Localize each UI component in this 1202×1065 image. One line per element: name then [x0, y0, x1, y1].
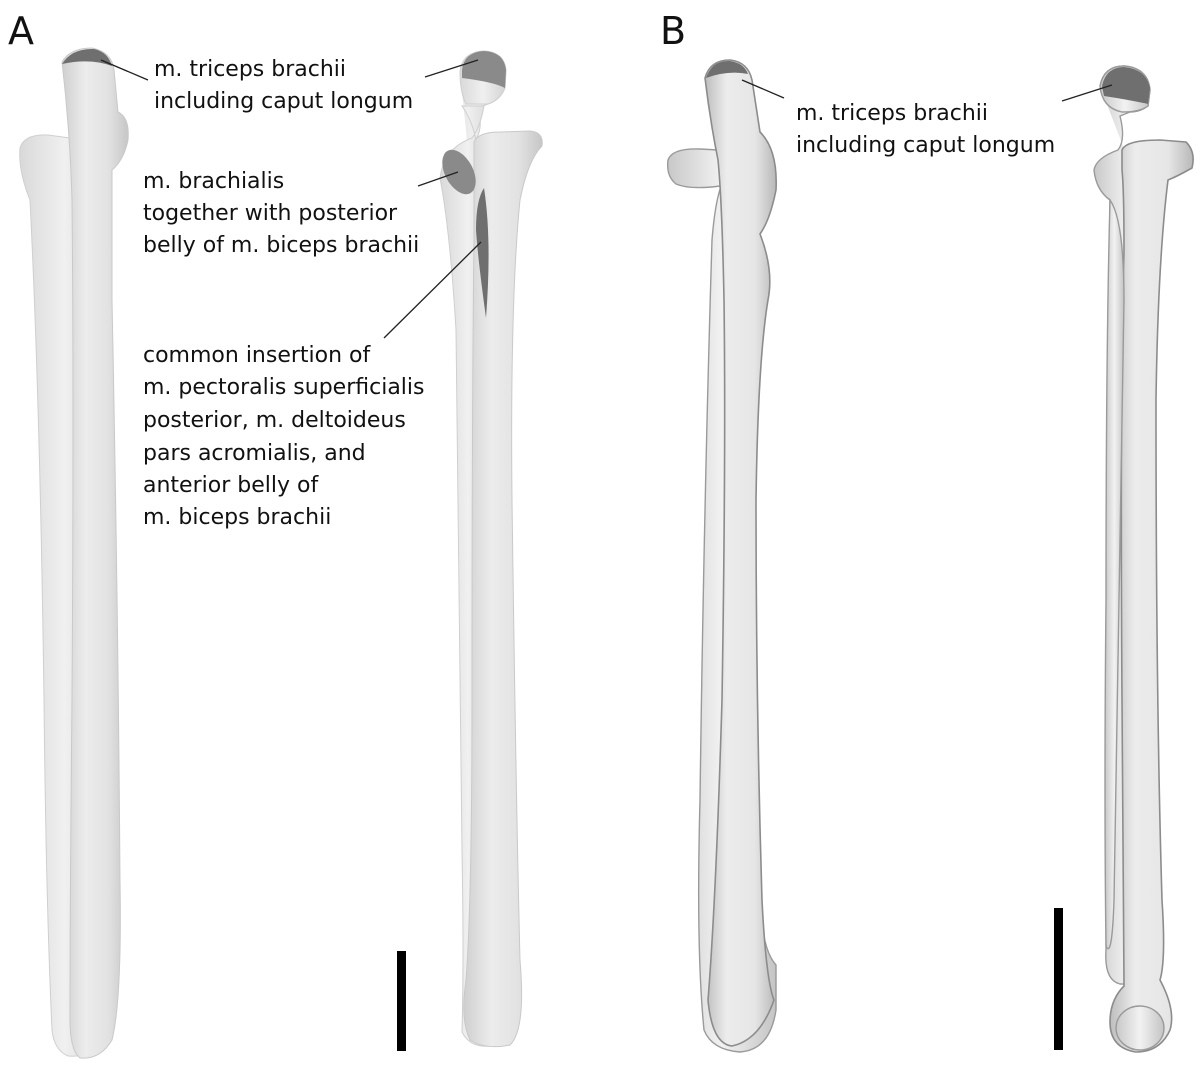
panel-a-brachialis-label-line1: m. brachialis — [143, 169, 284, 194]
panel-a-common-label-line5: anterior belly of — [143, 473, 319, 498]
panel-b-right-distal-head — [1116, 1006, 1164, 1050]
panel-a-common-label-line4: pars acromialis, and — [143, 441, 366, 466]
panel-letter-a: A — [8, 9, 34, 53]
panel-b-scale-bar — [1054, 908, 1063, 1050]
panel-a-right-radius — [464, 131, 543, 1047]
panel-a-scale-bar — [397, 951, 406, 1051]
panel-a-common-label-line2: m. pectoralis superficialis — [143, 375, 425, 400]
panel-b-left-bones — [668, 60, 777, 1052]
panel-a-common-label-line1: common insertion of — [143, 343, 372, 368]
panel-a-common-label-line3: posterior, m. deltoideus — [143, 408, 406, 433]
panel-a-brachialis-label-line2: together with posterior — [143, 201, 398, 226]
panel-b: B m. triceps brachii including caput lon… — [660, 9, 1193, 1052]
panel-a-left-bones — [20, 48, 129, 1058]
panel-a-triceps-label-line2: including caput longum — [154, 89, 413, 114]
panel-b-triceps-label-line1: m. triceps brachii — [796, 101, 988, 126]
panel-letter-b: B — [660, 9, 686, 53]
panel-b-triceps-label-line2: including caput longum — [796, 133, 1055, 158]
panel-a-right-bones — [435, 51, 542, 1047]
panel-a-common-label-line6: m. biceps brachii — [143, 505, 331, 530]
panel-a-brachialis-label-line3: belly of m. biceps brachii — [143, 233, 419, 258]
panel-b-right-bones — [1094, 66, 1193, 1052]
panel-a-triceps-label-line1: m. triceps brachii — [154, 57, 346, 82]
panel-a: A m. triceps brachii in — [8, 9, 542, 1058]
